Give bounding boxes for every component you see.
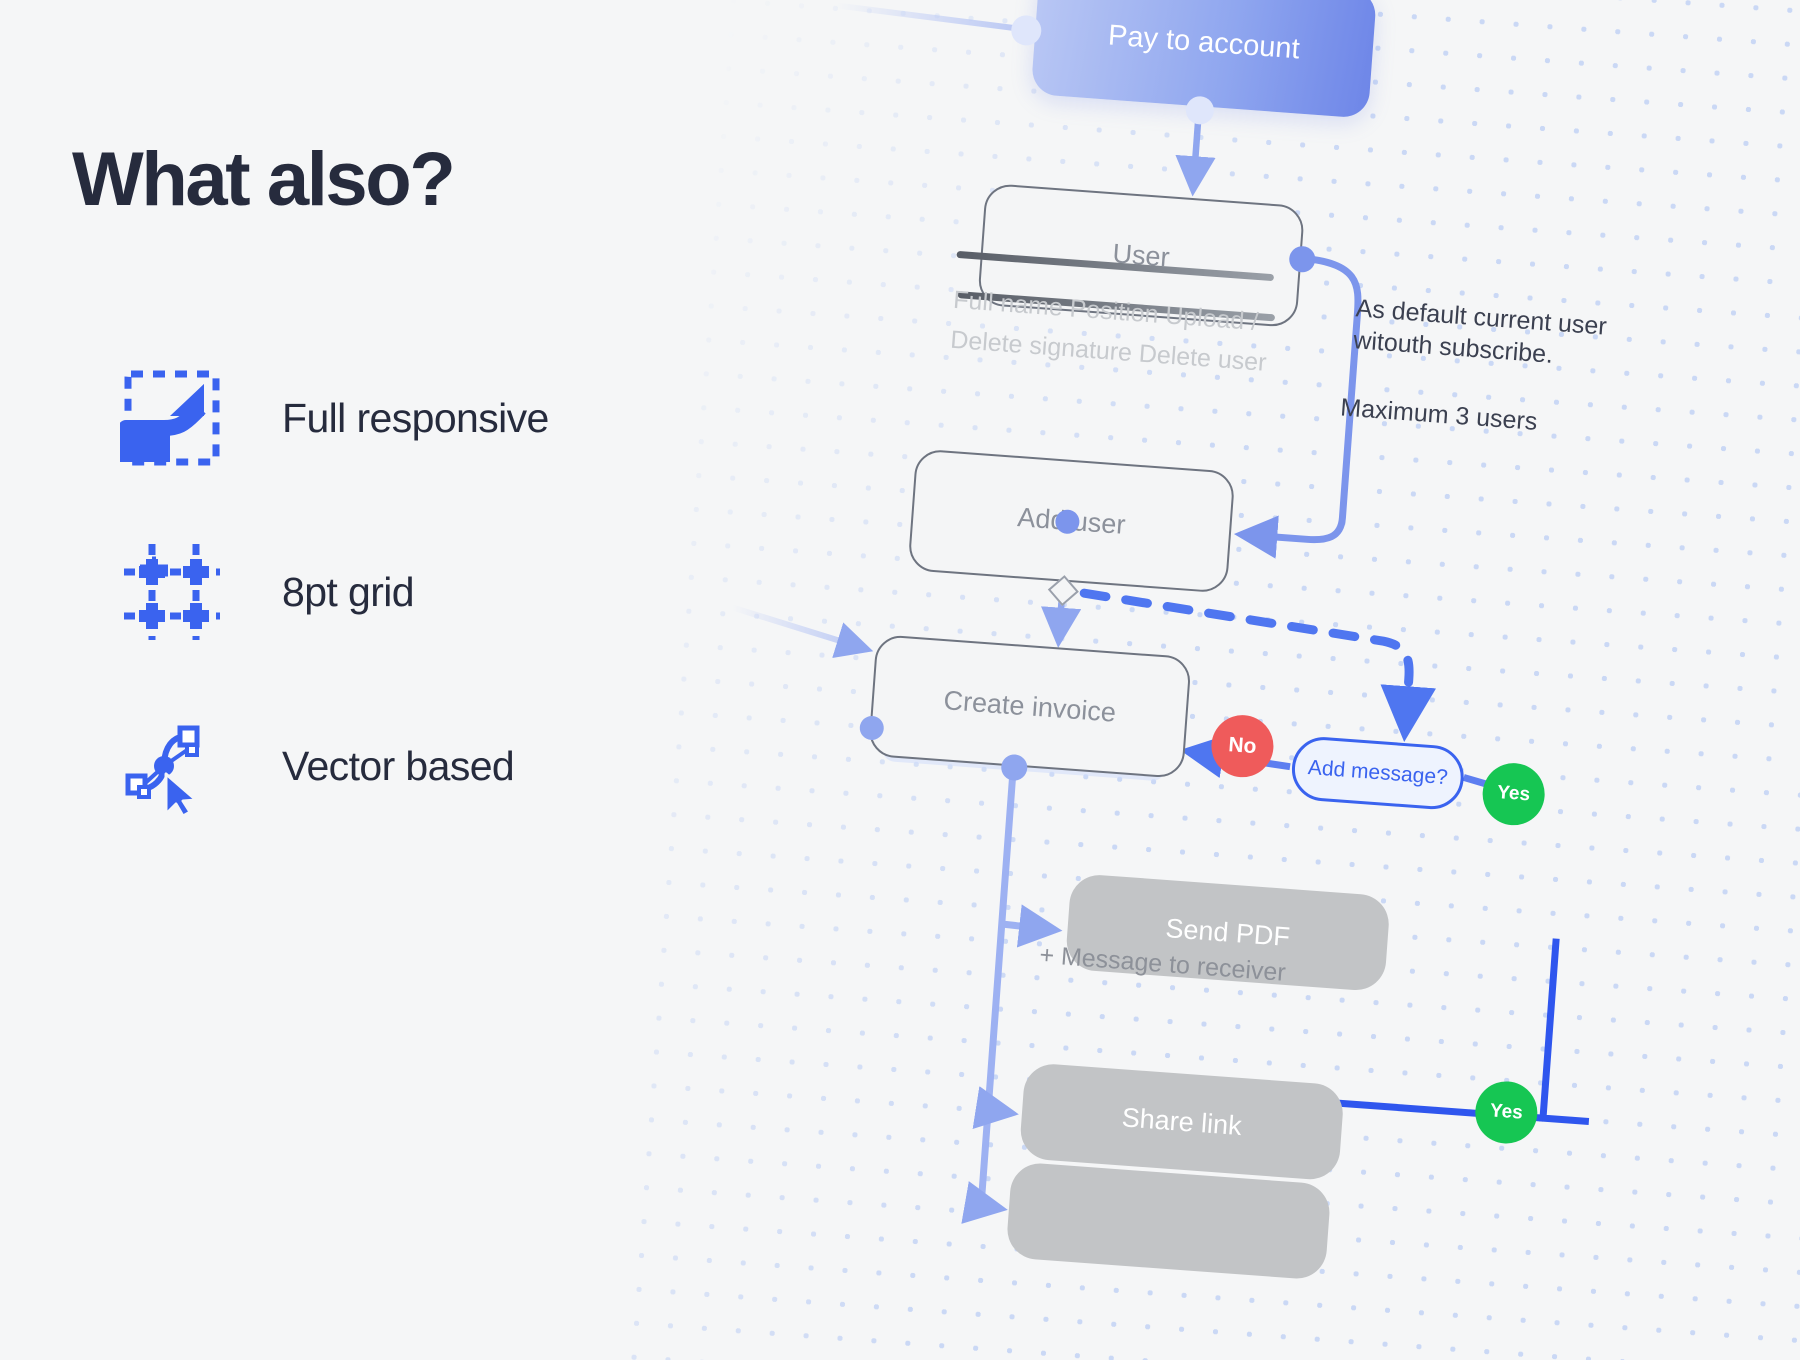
page-title: What also? [72,137,456,222]
flowchart-canvas: Pay to account User Full name Position U… [613,0,1800,1360]
flow-node-create-invoice[interactable]: Create invoice [867,634,1192,779]
badge-label: Yes [1489,1100,1524,1124]
feature-item-vector-based: Vector based [120,711,515,821]
node-label: Create invoice [942,684,1117,728]
feature-label: 8pt grid [282,568,415,615]
flow-node-add-message[interactable]: Add message? [1289,734,1466,812]
badge-label: No [1227,733,1258,759]
feature-label: Vector based [282,742,515,789]
vector-pen-path-icon [120,714,224,818]
feature-item-8pt-grid: 8pt grid [120,537,415,647]
grid-points-icon [120,540,224,644]
node-label: Pay to account [1107,18,1301,65]
badge-label: Yes [1496,781,1531,806]
left-content-panel: What also? Full responsive [0,0,780,1360]
node-label: Share link [1120,1101,1243,1141]
resize-expand-icon [118,366,224,470]
feature-item-full-responsive: Full responsive [118,363,549,473]
feature-label: Full responsive [282,394,549,441]
node-label: Add message? [1307,756,1449,790]
node-label: Send PDF [1164,912,1291,952]
